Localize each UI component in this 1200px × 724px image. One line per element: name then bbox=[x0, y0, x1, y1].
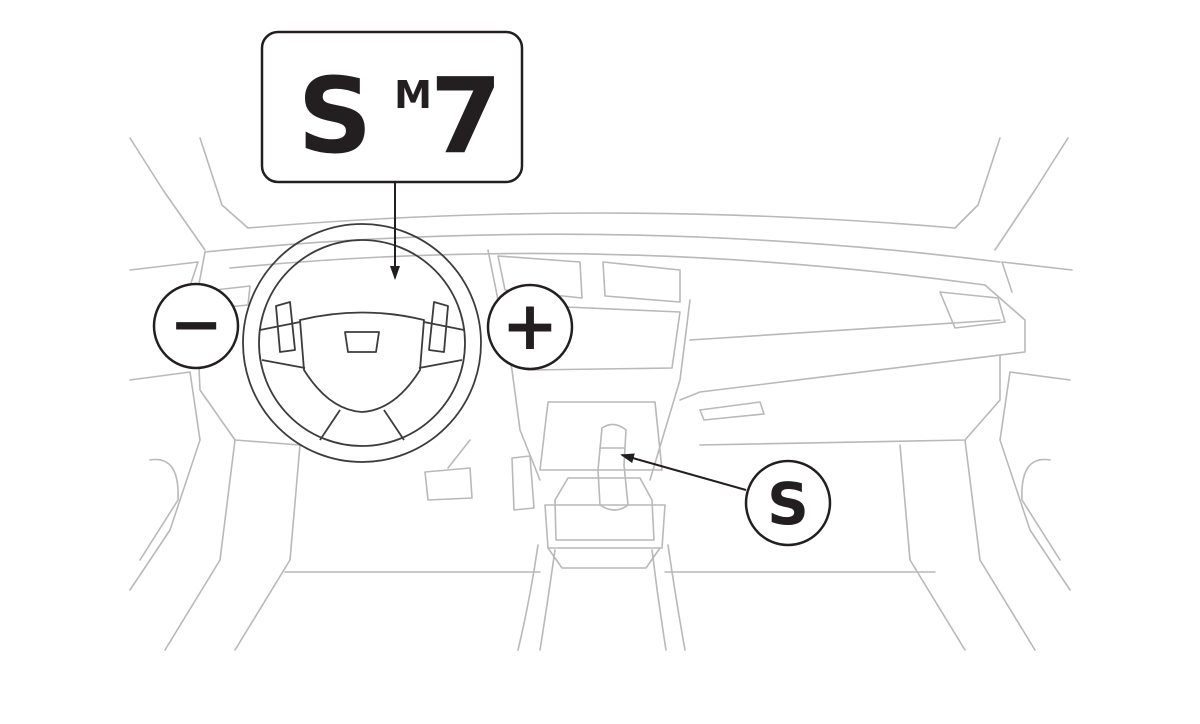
display-shift-mode: S bbox=[298, 55, 373, 177]
paddle-shifter-right bbox=[428, 301, 449, 353]
brake-pedal-arm bbox=[447, 439, 471, 469]
right-footwell bbox=[964, 439, 1036, 651]
left-door-panel bbox=[129, 371, 201, 591]
left-a-pillar bbox=[129, 137, 206, 251]
passenger-vent bbox=[939, 291, 1006, 329]
center-console bbox=[517, 544, 539, 651]
gear-display-box bbox=[260, 30, 524, 184]
steering-spoke-bottom bbox=[319, 409, 405, 441]
shifter-base bbox=[554, 477, 655, 541]
plus-callout-circle bbox=[486, 283, 574, 371]
right-a-pillar-inner bbox=[954, 137, 1001, 229]
steering-wheel-hub bbox=[299, 311, 425, 413]
dashboard-top bbox=[204, 233, 1001, 263]
left-door-handle bbox=[139, 458, 179, 561]
dashboard-right-lower bbox=[699, 354, 1001, 446]
center-console-inner-r bbox=[651, 549, 667, 651]
minus-callout-circle bbox=[152, 282, 240, 370]
gear-lever bbox=[597, 423, 629, 511]
steering-logo bbox=[344, 331, 380, 353]
glovebox-handle bbox=[699, 401, 765, 421]
dash-trim-line bbox=[689, 319, 1001, 341]
car-interior-outline bbox=[129, 137, 1073, 651]
shifter-boot bbox=[544, 504, 666, 549]
left-mirror-trim bbox=[129, 261, 199, 293]
steering-wheel-rim-inner bbox=[258, 239, 466, 447]
right-door-panel bbox=[999, 371, 1071, 591]
shift-pointer-line bbox=[620, 453, 747, 491]
center-vent-left bbox=[497, 255, 583, 299]
display-manual-indicator: M bbox=[394, 73, 432, 117]
steering-spoke-left bbox=[259, 321, 306, 369]
windshield-base bbox=[247, 212, 956, 229]
left-a-pillar-inner bbox=[199, 137, 249, 229]
center-console-inner-l bbox=[539, 549, 556, 651]
left-footwell-inner bbox=[234, 444, 301, 651]
minus-paddle-callout: − bbox=[152, 282, 240, 370]
left-footwell bbox=[164, 439, 236, 651]
right-footwell-inner bbox=[899, 444, 966, 651]
accelerator-pedal bbox=[511, 455, 535, 511]
plus-icon: + bbox=[502, 287, 559, 366]
steering-wheel bbox=[242, 223, 482, 463]
paddle-shifter-left bbox=[275, 301, 296, 353]
shifter-surround bbox=[539, 401, 663, 471]
center-vent-right bbox=[602, 261, 681, 303]
minus-icon: − bbox=[169, 288, 223, 362]
right-mirror-trim bbox=[1001, 261, 1073, 293]
center-console-right bbox=[667, 544, 686, 651]
right-door-handle bbox=[1021, 458, 1061, 561]
shift-position-callout: S bbox=[620, 453, 832, 547]
gear-display-callout: S M 7 bbox=[260, 30, 524, 280]
plus-paddle-callout: + bbox=[486, 283, 574, 371]
console-top bbox=[547, 547, 661, 569]
right-a-pillar bbox=[994, 137, 1069, 251]
center-stack-right bbox=[649, 299, 691, 481]
display-gear-number: 7 bbox=[430, 55, 502, 177]
shift-position-label: S bbox=[767, 470, 809, 538]
dashboard-top-inner bbox=[229, 252, 986, 286]
shift-callout-circle bbox=[744, 459, 832, 547]
dashboard-right-body bbox=[679, 284, 1026, 401]
steering-wheel-rim-outer bbox=[242, 223, 482, 463]
brake-pedal bbox=[424, 467, 473, 501]
steering-spoke-right bbox=[418, 321, 465, 369]
